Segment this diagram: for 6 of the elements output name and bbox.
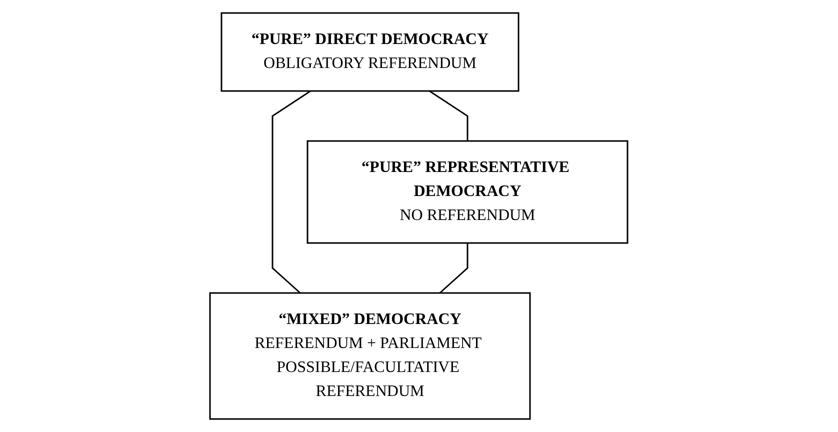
connector bbox=[429, 90, 468, 141]
node-box: “PURE” DIRECT DEMOCRACY OBLIGATORY REFERENDUM bbox=[220, 12, 520, 92]
node-box: “MIXED” DEMOCRACY REFERENDUM + PARLIAMENT POSSIBLE/FACULTATIVE REFERENDUM bbox=[210, 292, 531, 420]
node-box: “PURE” REPRESENTATIVE DEMOCRACY NO REFERENDUM bbox=[307, 140, 628, 244]
connector bbox=[272, 90, 312, 294]
connector bbox=[440, 243, 468, 294]
